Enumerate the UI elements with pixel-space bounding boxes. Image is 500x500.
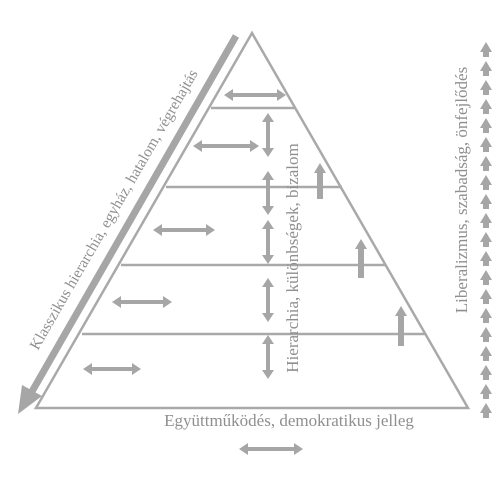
- horizontal-arrow-icon: [112, 296, 172, 308]
- left-diagonal-label: Klasszikus hierarchia, egyház, hatalom, …: [27, 67, 202, 353]
- diagonal-arrow: [18, 34, 240, 414]
- pyramid-outline: [33, 30, 471, 410]
- vertical-double-arrow-icon: [262, 171, 274, 215]
- up-arrow-icon: [480, 251, 492, 266]
- up-arrow-icon: [480, 175, 492, 190]
- up-arrow-icon: [480, 270, 492, 285]
- vertical-double-arrow-icon: [262, 113, 274, 157]
- up-arrow-icon: [480, 346, 492, 361]
- up-arrow-icon: [480, 99, 492, 114]
- arrow-column: [480, 42, 492, 418]
- up-arrow-icon: [314, 163, 326, 199]
- level-dividers: [82, 106, 425, 336]
- horizontal-arrow-icon: [83, 363, 141, 375]
- up-arrow-icon: [480, 232, 492, 247]
- horizontal-arrow-icon: [239, 443, 303, 455]
- up-arrow-icon: [480, 156, 492, 171]
- center-vertical-label: Hierarchia, különbségek, bizalom: [283, 143, 302, 372]
- vertical-double-arrow-icon: [262, 335, 274, 379]
- bottom-label: Együttműködés, demokratikus jelleg: [164, 411, 414, 430]
- up-arrow-icon: [480, 327, 492, 342]
- up-arrow-icon: [480, 365, 492, 380]
- up-arrow-icon: [480, 80, 492, 95]
- vertical-arrows: [262, 113, 274, 379]
- right-vertical-label: Liberalizmus, szabadság, önfejlődés: [452, 67, 471, 313]
- bottom-horizontal-arrow-icon: [239, 443, 303, 455]
- up-arrow-icon: [480, 42, 492, 57]
- up-arrow-icon: [395, 306, 407, 346]
- up-arrow-icon: [480, 194, 492, 209]
- horizontal-arrow-icon: [224, 89, 286, 101]
- up-arrow-icon: [480, 384, 492, 399]
- up-arrow-icon: [480, 61, 492, 76]
- up-arrow-icon: [480, 403, 492, 418]
- vertical-double-arrow-icon: [262, 278, 274, 322]
- up-arrow-icon: [480, 118, 492, 133]
- up-arrow-icon: [480, 137, 492, 152]
- up-arrow-icon: [480, 308, 492, 323]
- up-arrow-icon: [355, 239, 367, 278]
- up-arrow-icon: [480, 213, 492, 228]
- horizontal-arrow-icon: [153, 224, 215, 236]
- horizontal-arrow-icon: [193, 140, 259, 152]
- horizontal-arrows: [83, 89, 286, 375]
- up-arrows: [314, 163, 407, 346]
- vertical-double-arrow-icon: [262, 220, 274, 264]
- up-arrow-icon: [480, 289, 492, 304]
